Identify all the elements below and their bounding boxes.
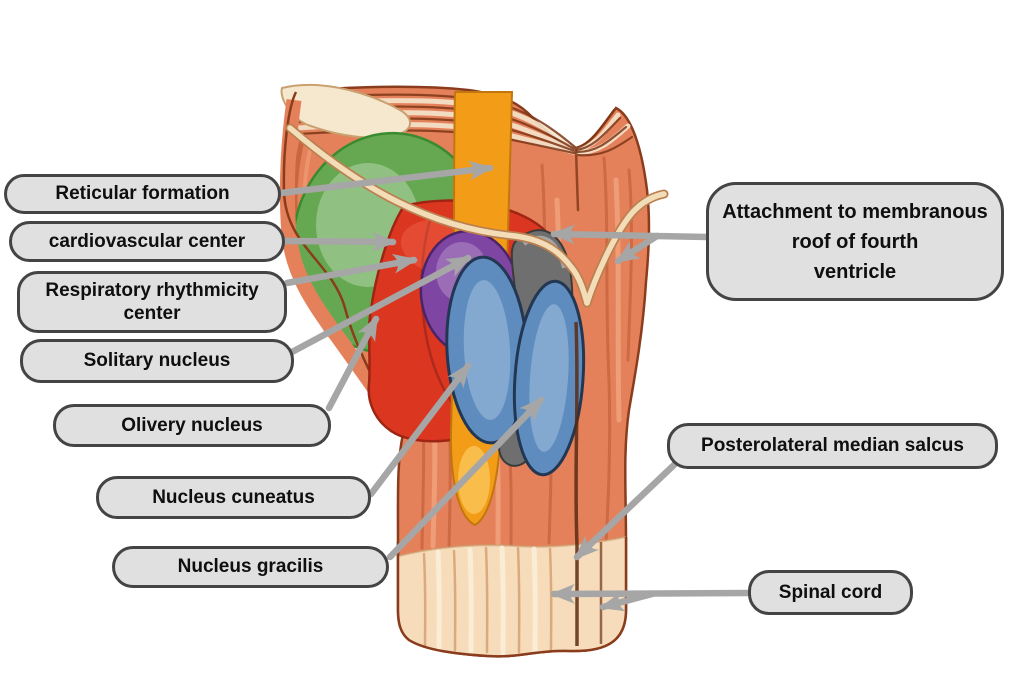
posterolateral-sulcus-line xyxy=(574,321,579,646)
label-text: Reticular formation xyxy=(55,183,230,205)
arrow-nucleus-gracilis xyxy=(386,396,545,561)
label-spinal-cord: Spinal cord xyxy=(748,570,913,615)
label-posterolateral-median-salcus: Posterolateral median salcus xyxy=(667,423,998,469)
label-nucleus-gracilis: Nucleus gracilis xyxy=(112,546,389,588)
spinal-band-striations xyxy=(422,545,553,656)
arrow-nucleus-cuneatus xyxy=(367,362,472,498)
arrow-posterolateral xyxy=(573,460,679,561)
arrow-olivery-nucleus xyxy=(325,315,380,412)
arrow-cardiovascular-center xyxy=(281,231,397,252)
pointer-arrows xyxy=(277,160,753,612)
label-text-line: Attachment to membranous xyxy=(722,200,988,223)
label-text-line: Respiratory rhythmicity xyxy=(45,279,259,301)
label-text: Nucleus cuneatus xyxy=(152,486,315,508)
label-text: cardiovascular center xyxy=(48,230,246,252)
label-attachment-membranous-roof: Attachment to membranous roof of fourth … xyxy=(706,182,1004,301)
arrow-attachment-branch xyxy=(614,232,661,265)
label-text-line: roof of fourth xyxy=(791,230,919,253)
arrow-spinal-cord-branch xyxy=(599,590,656,612)
label-text: Spinal cord xyxy=(778,581,883,603)
label-text: Nucleus gracilis xyxy=(177,556,324,578)
arrow-reticular-formation xyxy=(277,160,494,197)
label-nucleus-cuneatus: Nucleus cuneatus xyxy=(96,476,371,519)
arrow-attachment-main xyxy=(550,224,711,245)
label-text-line: ventricle xyxy=(813,260,897,283)
label-reticular-formation: Reticular formation xyxy=(4,174,281,214)
label-text: Posterolateral median salcus xyxy=(701,435,964,457)
label-olivery-nucleus: Olivery nucleus xyxy=(53,404,331,447)
label-text-line: center xyxy=(123,303,181,324)
label-cardiovascular-center: cardiovascular center xyxy=(9,221,285,262)
label-respiratory-rhythmicity-center: Respiratory rhythmicity center xyxy=(17,271,287,333)
body-bottom-outline xyxy=(396,537,628,658)
left-blue-highlight xyxy=(463,280,511,420)
label-text: Solitary nucleus xyxy=(83,350,231,372)
arrow-respiratory-center xyxy=(283,253,418,287)
label-solitary-nucleus: Solitary nucleus xyxy=(20,339,294,383)
arrow-solitary-nucleus xyxy=(288,254,472,356)
label-text: Olivery nucleus xyxy=(121,414,263,436)
